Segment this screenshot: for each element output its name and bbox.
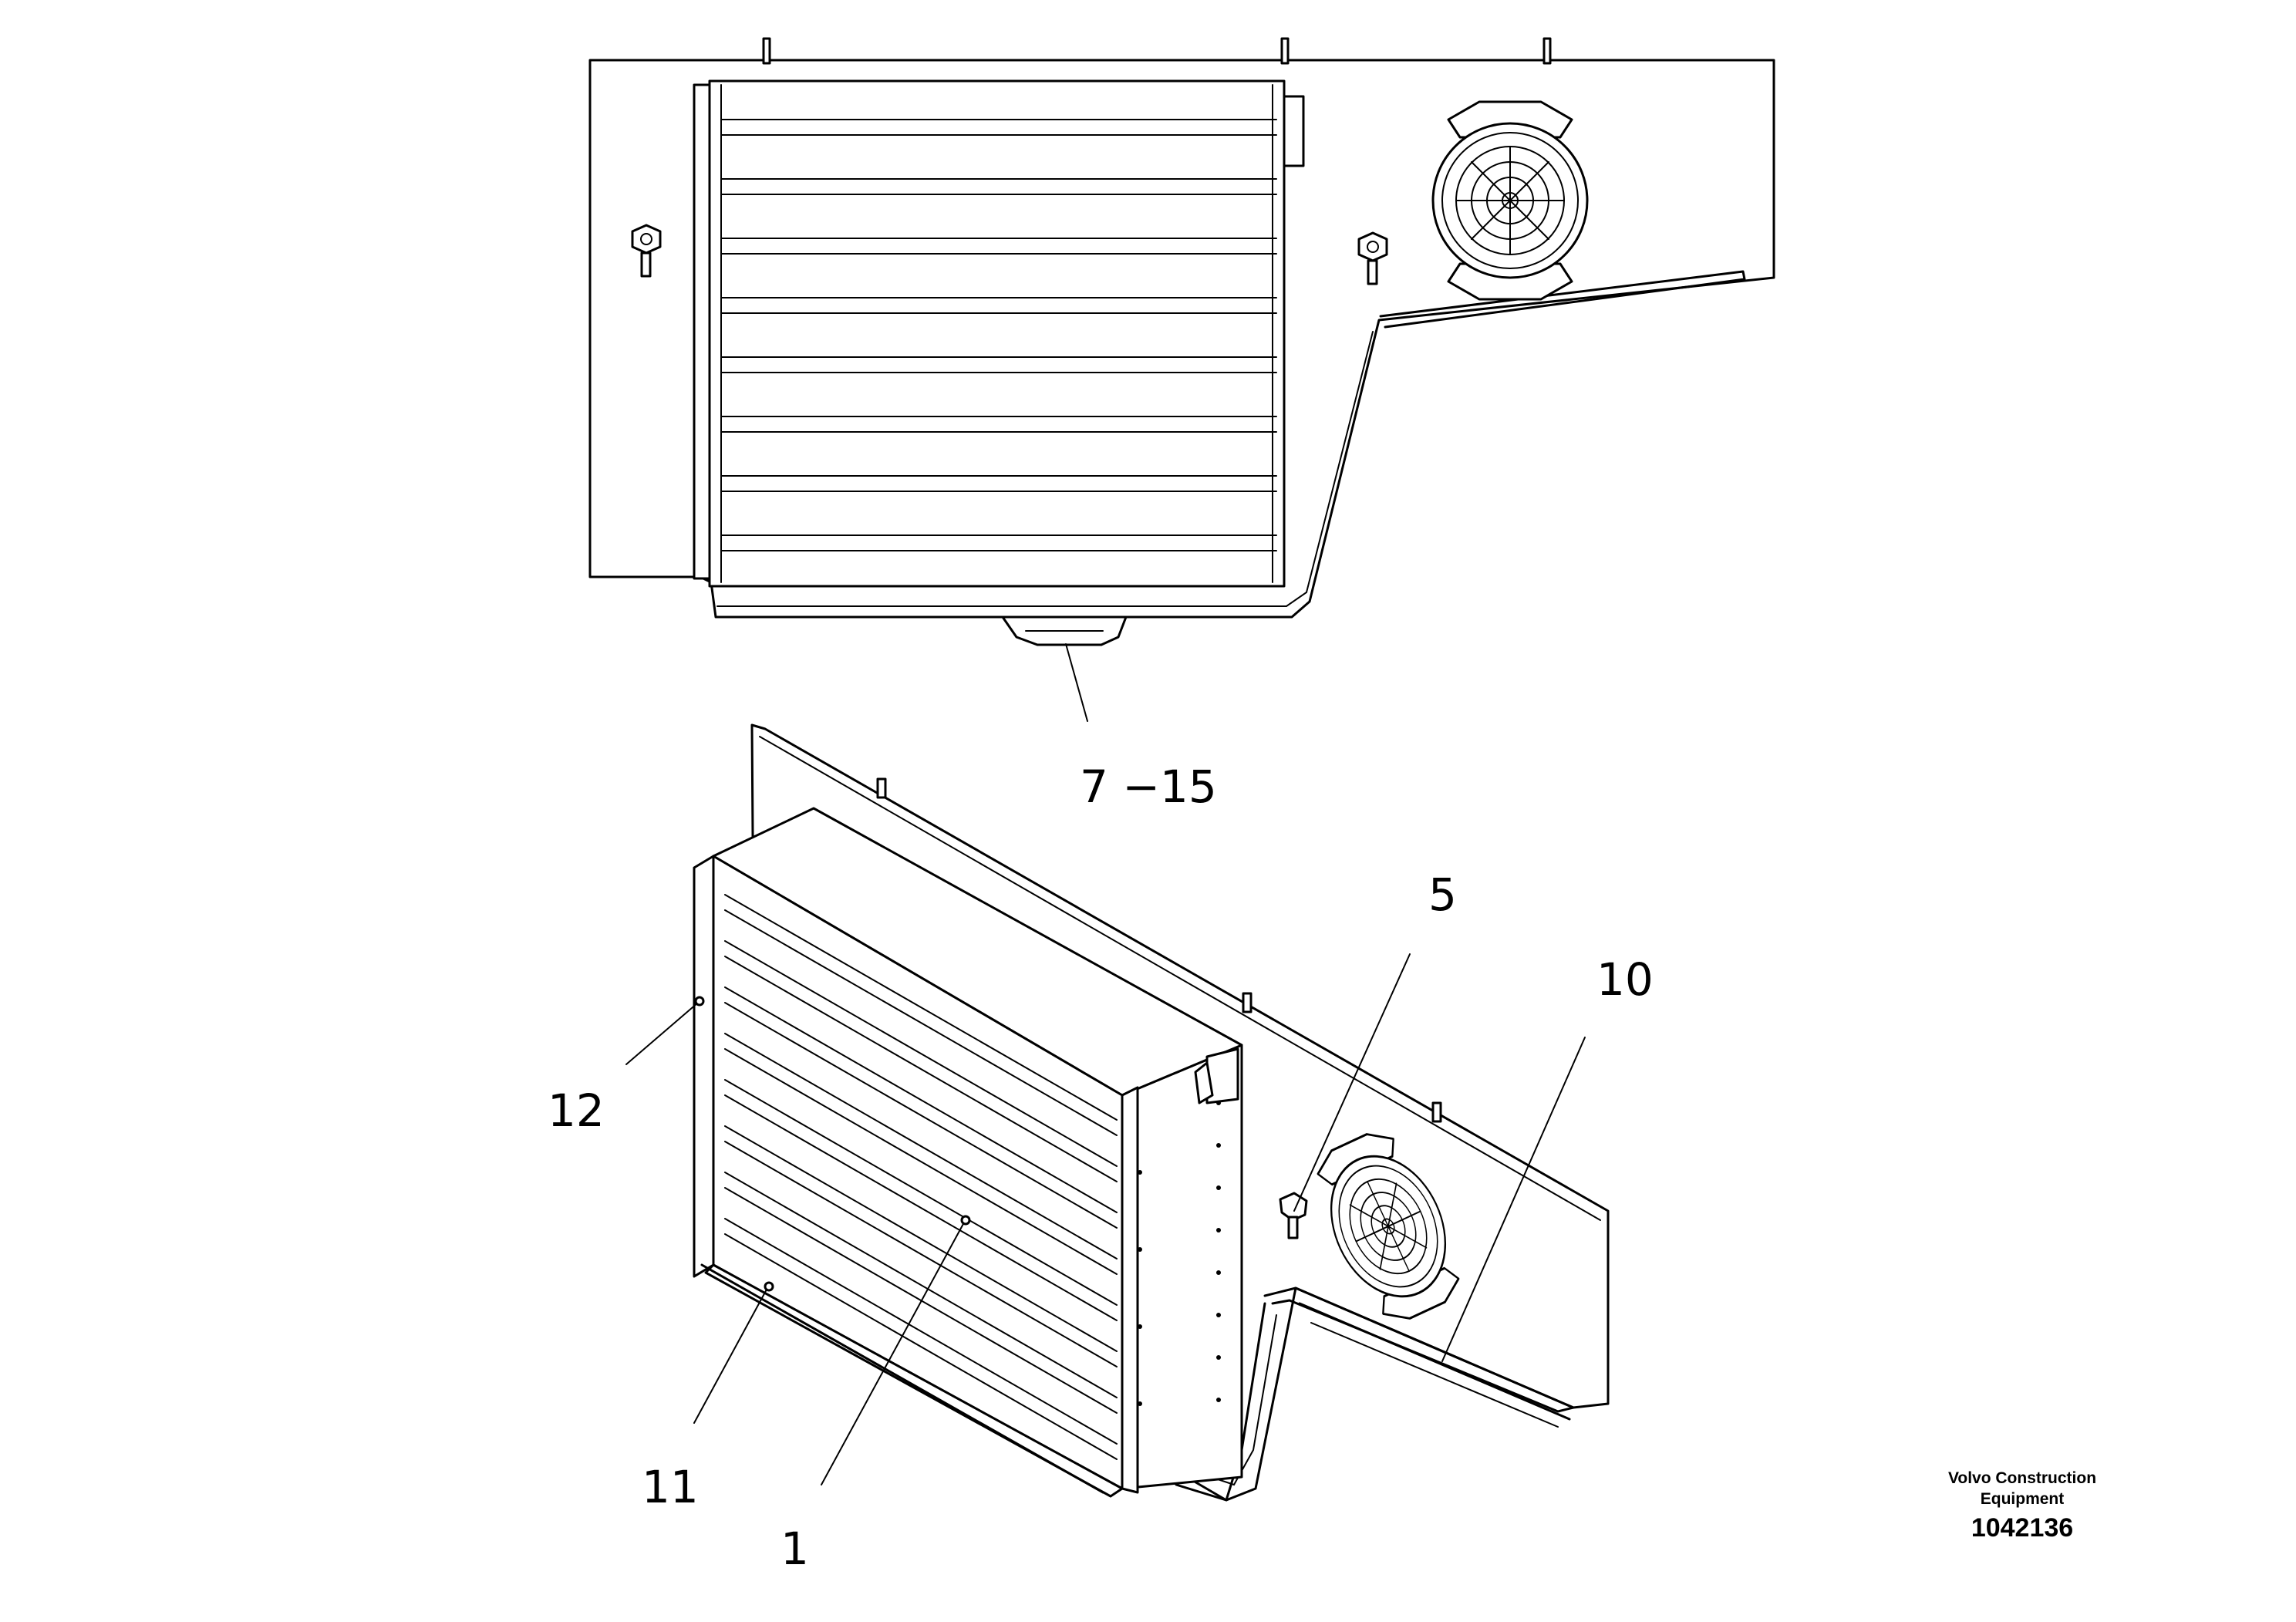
callout-12: 12: [548, 1084, 605, 1137]
top-view-panel: [588, 59, 1775, 619]
wing-knob-icon: [1357, 231, 1388, 285]
brand-line-2: Equipment: [1981, 1490, 2065, 1508]
bottom-trough: [704, 1263, 1124, 1498]
wing-knob-icon: [1279, 1192, 1308, 1239]
leader-lines: [625, 953, 1586, 1485]
callout-1: 1: [781, 1523, 809, 1575]
perspective-view-assembly: [625, 723, 1610, 1502]
panel-mounting-tabs: [876, 777, 1442, 1123]
top-view-assembly: [588, 37, 1775, 722]
louvre-box-side: [1121, 1044, 1243, 1490]
top-mounting-tabs: [762, 37, 1552, 65]
brand-line-1: Volvo Construction: [1948, 1469, 2096, 1487]
callout-5: 5: [1428, 868, 1457, 921]
wing-knob-icon: [631, 224, 662, 278]
callout-11: 11: [642, 1461, 699, 1513]
top-vent-fan: [1431, 100, 1589, 301]
leader-line-7-15: [1065, 643, 1088, 722]
louvre-slats: [724, 894, 1118, 1460]
perspective-vent-fan: [1317, 1133, 1460, 1320]
callout-10: 10: [1596, 953, 1654, 1006]
top-louvre-grille: [693, 79, 1305, 588]
callout-7-15: 7 −15: [1080, 760, 1217, 813]
document-number: 1042136: [1971, 1513, 2073, 1543]
